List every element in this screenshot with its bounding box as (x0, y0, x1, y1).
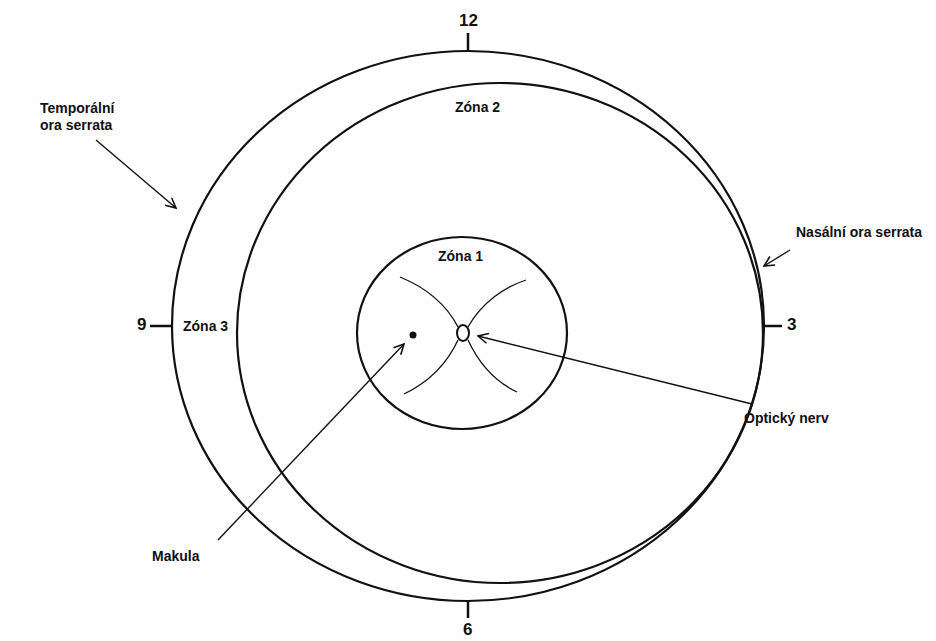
clock-number: 6 (463, 620, 472, 640)
leader-arrow (478, 336, 752, 404)
clock-number: 9 (137, 315, 146, 335)
region-label: Nasální ora serrata (796, 224, 922, 241)
zone-label: Zóna 1 (438, 248, 483, 265)
outer-ora-circle (172, 51, 764, 601)
tick-mark (150, 325, 172, 328)
clock-number: 3 (787, 315, 796, 335)
retinal-vessel (468, 340, 517, 392)
retinal-vessel (468, 280, 526, 327)
zone-label: Zóna 2 (455, 99, 500, 116)
macula-dot (410, 332, 417, 339)
part-label: Makula (152, 548, 199, 565)
zone-label: Zóna 3 (183, 318, 228, 335)
leader-arrow (96, 140, 176, 208)
tick-mark (467, 33, 470, 51)
part-label: Optický nerv (744, 410, 829, 427)
tick-mark (764, 325, 782, 328)
optic-disc (457, 325, 469, 341)
clock-number: 12 (459, 11, 478, 31)
leader-arrow (764, 250, 790, 266)
retinal-vessel (400, 277, 458, 327)
zone-2-circle (237, 83, 763, 583)
region-label: Temporální ora serrata (40, 100, 136, 134)
tick-mark (467, 601, 470, 618)
zone-1-circle (357, 237, 567, 429)
retinal-vessel (404, 340, 458, 394)
leader-arrow (218, 344, 404, 540)
